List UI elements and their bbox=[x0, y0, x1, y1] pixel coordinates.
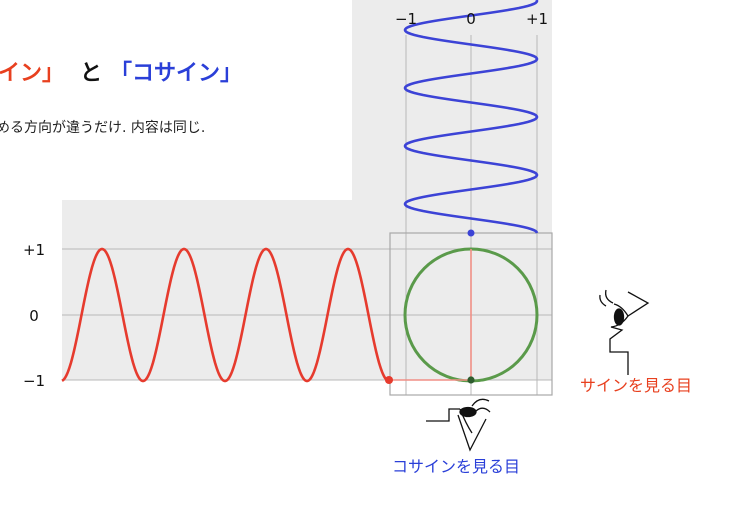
cosine-eye-label: コサインを見る目 bbox=[392, 457, 520, 476]
sine-endpoint-dot bbox=[385, 376, 393, 384]
circle-point-dot bbox=[467, 376, 475, 384]
top-tick-plus1: +1 bbox=[526, 10, 548, 28]
background-panel bbox=[62, 0, 552, 380]
sine-eye-label: サインを見る目 bbox=[580, 376, 692, 395]
page-title: イン」と「コサイン」 bbox=[0, 61, 242, 86]
sine-wave bbox=[61, 247, 390, 383]
title-sine-part: イン」 bbox=[0, 61, 64, 86]
cosine-endpoint-dot bbox=[467, 229, 475, 237]
cosine-eye-icon bbox=[426, 398, 491, 452]
left-tick-minus1: −1 bbox=[23, 372, 45, 390]
title-connector: と bbox=[80, 61, 102, 86]
subtitle: める方向が違うだけ. 内容は同じ. bbox=[0, 119, 205, 136]
title-cosine-part: 「コサイン」 bbox=[110, 61, 242, 86]
left-tick-zero: 0 bbox=[29, 307, 39, 325]
cosine-wave bbox=[403, 0, 539, 234]
sine-eye-icon bbox=[599, 289, 650, 375]
left-tick-plus1: +1 bbox=[23, 241, 45, 259]
top-tick-zero: 0 bbox=[466, 10, 476, 28]
top-tick-minus1: −1 bbox=[395, 10, 417, 28]
